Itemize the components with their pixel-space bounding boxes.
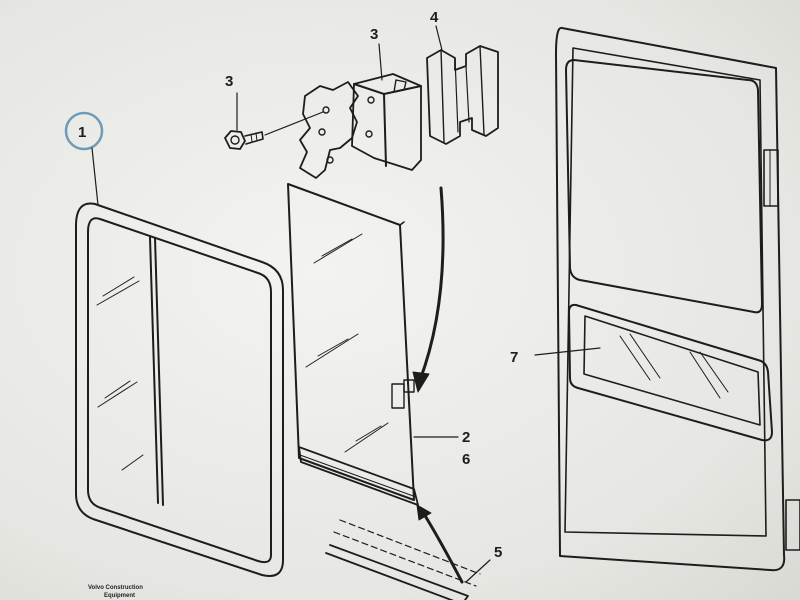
glass-reflection-marks: [96, 276, 144, 471]
door-panel: [555, 26, 800, 572]
arrow-icon-lower: [416, 504, 464, 584]
callout-7: 7: [510, 349, 518, 366]
callout-3-block: 3: [370, 26, 378, 43]
hex-bolt-icon: [224, 130, 264, 150]
glass-pane-part-2: [287, 183, 419, 506]
hinge-bracket-icon: [391, 383, 405, 409]
callout-5: 5: [494, 544, 502, 561]
door-window-reflection-marks: [619, 333, 729, 399]
leader-line-1: [91, 147, 99, 206]
highlight-circle: [64, 111, 104, 151]
arrow-icon: [412, 186, 445, 393]
leader-lines: [236, 25, 601, 583]
callout-2: 2: [462, 429, 470, 446]
hinge-block-icon: [351, 73, 422, 171]
callout-6: 6: [462, 451, 470, 468]
callout-1: 1: [78, 124, 86, 141]
bottom-rail-part-5: [325, 519, 481, 600]
callout-3-bolt: 3: [225, 73, 233, 90]
caption-line-1: Volvo Construction: [88, 585, 143, 591]
slide-guide-icon: [426, 45, 499, 145]
callout-4: 4: [430, 9, 439, 26]
window-frame-part-1: [75, 202, 284, 577]
pane-reflection-marks: [305, 233, 389, 453]
caption-line-2: Equipment: [104, 593, 135, 599]
hinge-plate-icon: [264, 81, 359, 179]
